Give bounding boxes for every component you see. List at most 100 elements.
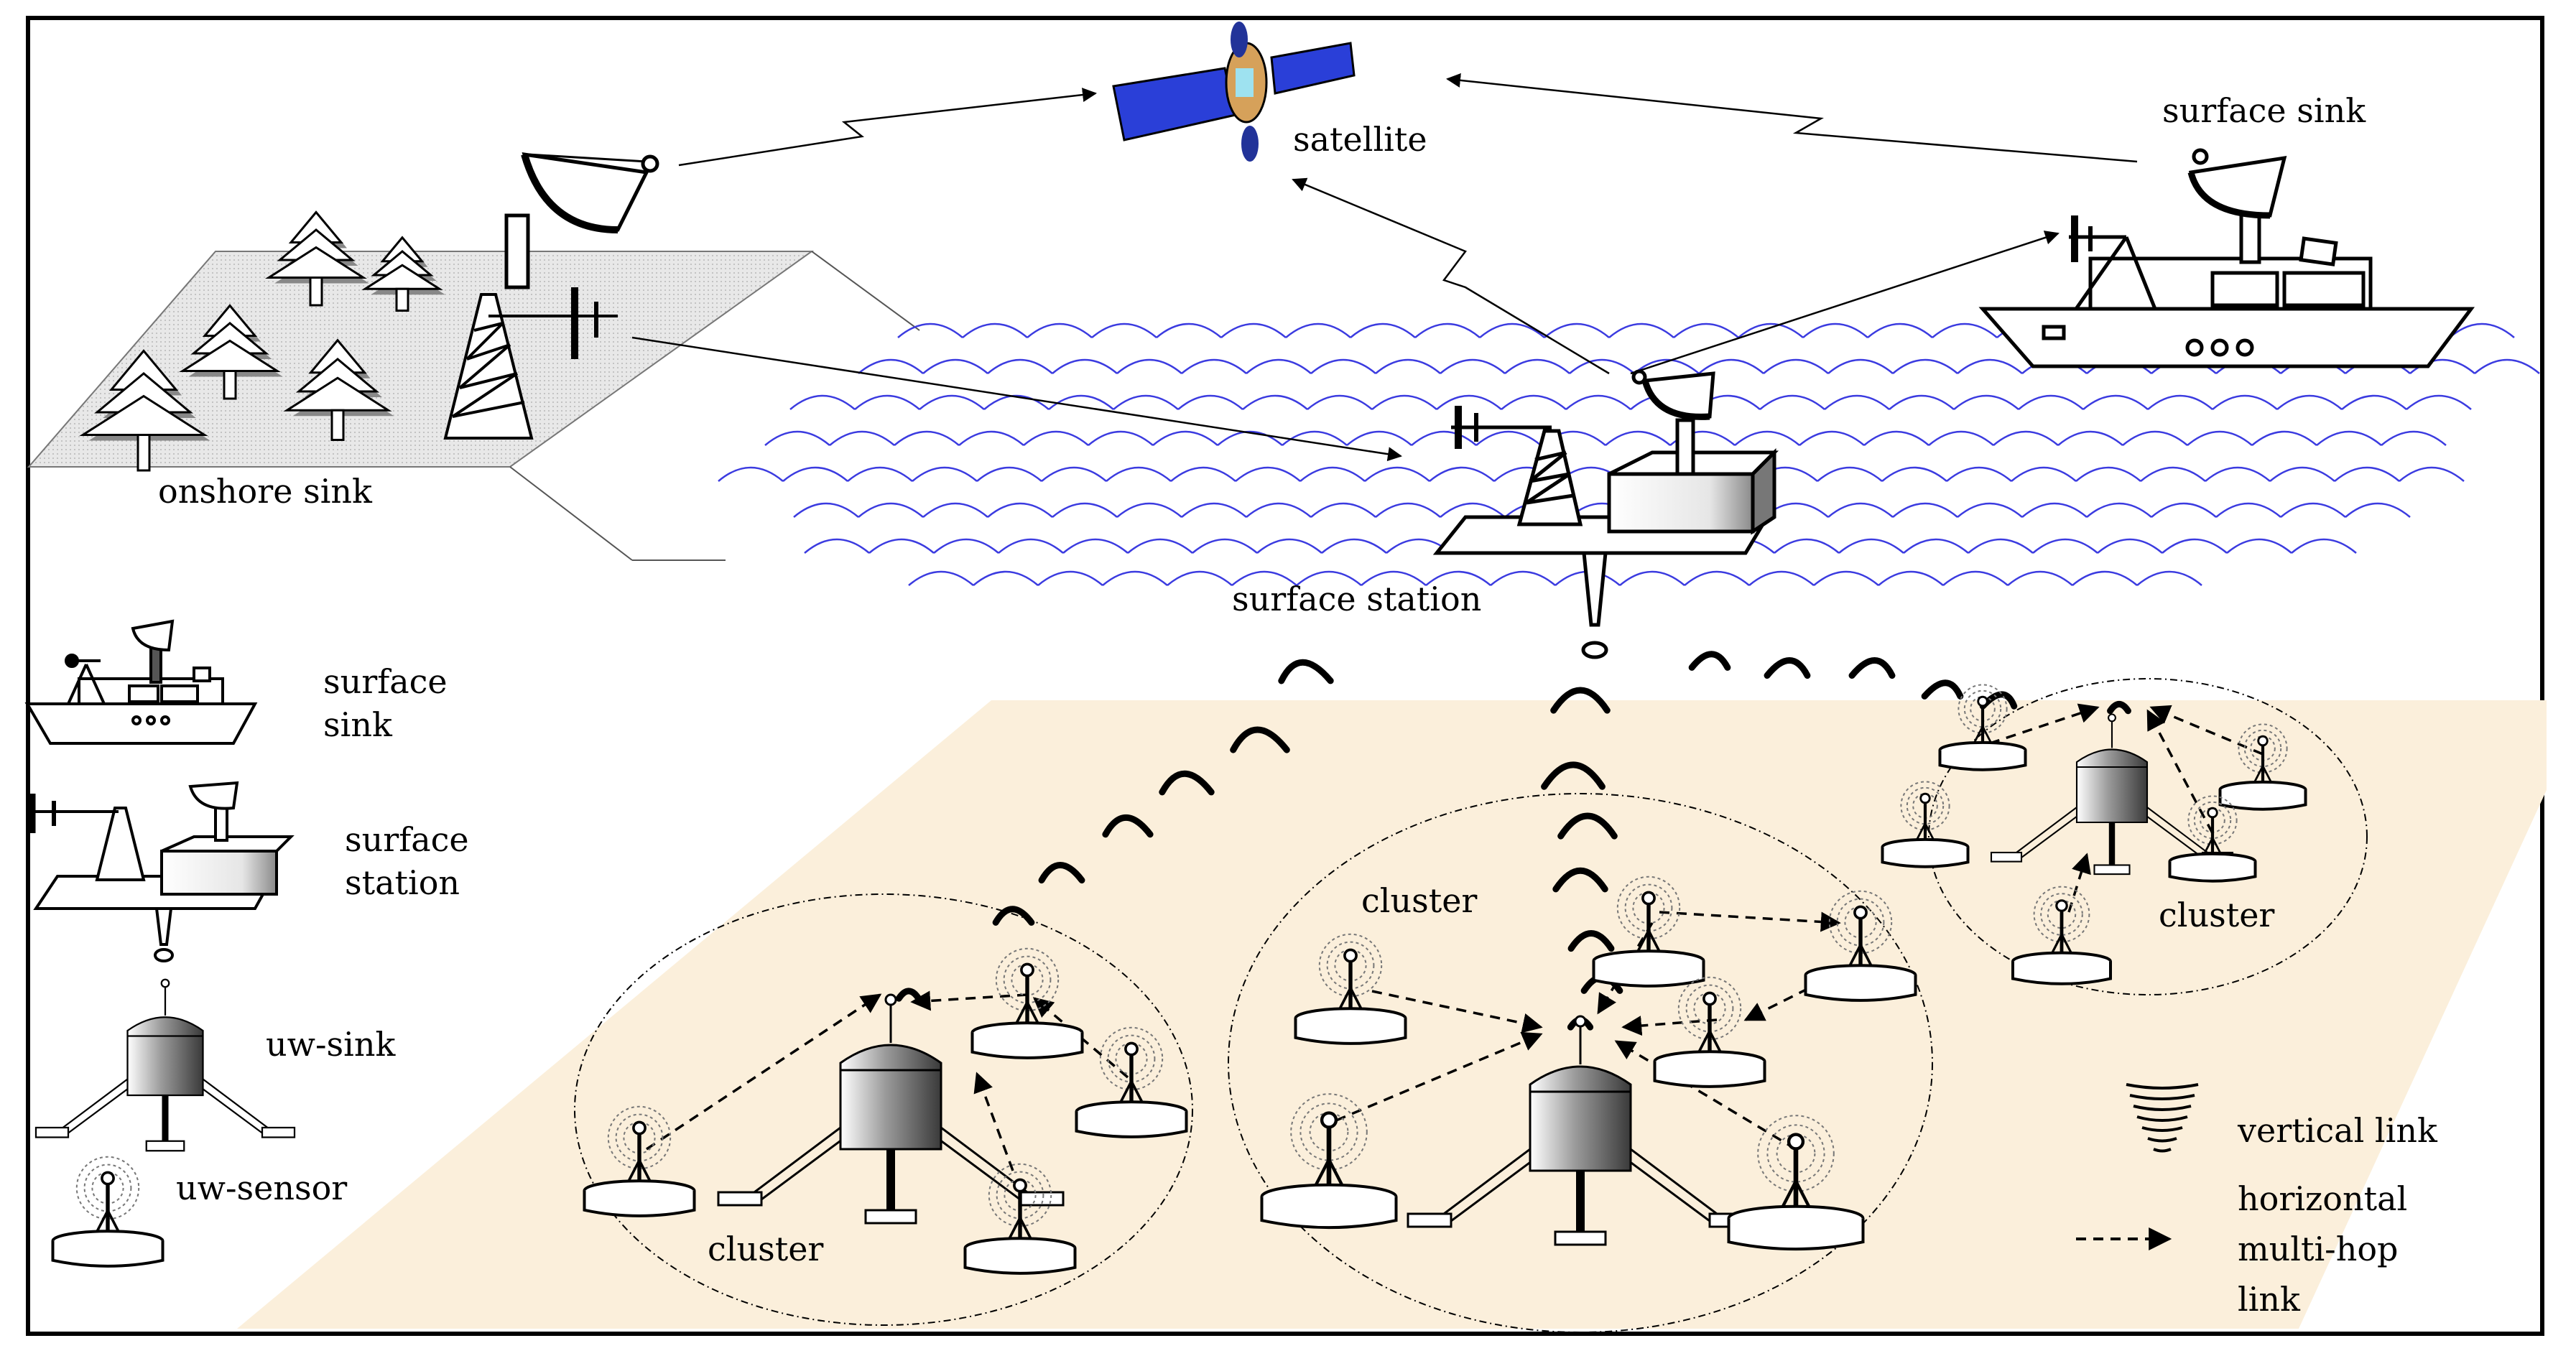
wave-crest bbox=[2276, 394, 2343, 410]
wave-crest bbox=[2187, 430, 2253, 446]
wave-crest bbox=[1414, 322, 1481, 338]
uw-sensor-icon bbox=[1804, 890, 1917, 1002]
wave-crest bbox=[2205, 466, 2271, 482]
wave-crest bbox=[1544, 322, 1610, 338]
legend-station-icon bbox=[29, 781, 295, 962]
onshore-tower-icon bbox=[443, 287, 618, 440]
wave-crest bbox=[1350, 322, 1416, 338]
wave-crest bbox=[1619, 570, 1685, 586]
wave-crest bbox=[2032, 538, 2098, 554]
wave-crest bbox=[2122, 430, 2188, 446]
wave-crest bbox=[1928, 430, 1994, 446]
uw-sensor-icon bbox=[1592, 876, 1705, 988]
acoustic-arc bbox=[1159, 770, 1215, 796]
wave-crest bbox=[1235, 466, 1301, 482]
acoustic-arc bbox=[1230, 726, 1290, 753]
wave-crest bbox=[2086, 502, 2152, 518]
legend-surface-sink-line2: sink bbox=[323, 705, 393, 744]
satellite-label: satellite bbox=[1293, 120, 1427, 159]
cluster-label-right: cluster bbox=[2159, 896, 2274, 934]
uw-sensor-icon bbox=[583, 1105, 696, 1217]
satellite-icon bbox=[1112, 22, 1356, 162]
wave-crest bbox=[2215, 502, 2281, 518]
wave-crest bbox=[1684, 570, 1750, 586]
acoustic-arc bbox=[992, 906, 1035, 926]
wave-crest bbox=[718, 466, 784, 482]
wave-crest bbox=[1170, 466, 1236, 482]
wave-crest bbox=[2399, 466, 2465, 482]
acoustic-arc bbox=[1688, 651, 1731, 671]
wave-crest bbox=[1310, 502, 1376, 518]
wave-crest bbox=[1501, 394, 1567, 410]
wave-crest bbox=[868, 538, 935, 554]
wave-crest bbox=[1475, 430, 1542, 446]
wave-crest bbox=[1892, 502, 1958, 518]
wave-crest bbox=[1181, 358, 1247, 374]
uw-sensor-icon bbox=[2011, 886, 2112, 985]
wave-crest bbox=[2381, 430, 2447, 446]
wave-crest bbox=[1192, 538, 1258, 554]
legend-uw-sink-icon bbox=[34, 978, 296, 1152]
wave-crest bbox=[782, 466, 848, 482]
uw-sensor-icon bbox=[1881, 781, 1970, 868]
wave-crest bbox=[2449, 322, 2515, 338]
wave-crest bbox=[1052, 358, 1118, 374]
wave-crest bbox=[1605, 430, 1671, 446]
surface-sink-ship-icon bbox=[1978, 148, 2475, 368]
wave-crest bbox=[1734, 430, 1800, 446]
wave-crest bbox=[829, 430, 895, 446]
tree-icon bbox=[361, 236, 445, 312]
wave-crest bbox=[1881, 466, 1947, 482]
tree-icon bbox=[179, 304, 283, 400]
surface-station-icon bbox=[1432, 369, 1779, 659]
uw-sensor-icon bbox=[1653, 976, 1766, 1088]
acoustic-arc bbox=[1764, 657, 1811, 679]
wave-crest bbox=[1296, 570, 1362, 586]
onshore-land bbox=[27, 251, 920, 561]
wave-crest bbox=[998, 538, 1064, 554]
wave-crest bbox=[2341, 394, 2407, 410]
wave-crest bbox=[1113, 394, 1179, 410]
wave-crest bbox=[1759, 394, 1825, 410]
wave-crest bbox=[1285, 322, 1351, 338]
onshore-sink-label: onshore sink bbox=[158, 472, 373, 511]
tree-icon bbox=[283, 338, 394, 441]
wave-crest bbox=[1957, 502, 2023, 518]
wave-crest bbox=[854, 394, 920, 410]
wave-crest bbox=[2097, 538, 2163, 554]
surface-sink-label: surface sink bbox=[2162, 91, 2366, 130]
wave-crest bbox=[1246, 502, 1312, 518]
wave-crest bbox=[1608, 322, 1674, 338]
wave-crest bbox=[1634, 358, 1700, 374]
wave-crest bbox=[983, 394, 1050, 410]
wave-crest bbox=[2269, 466, 2335, 482]
wave-crest bbox=[1748, 570, 1815, 586]
wave-crest bbox=[922, 358, 988, 374]
uw-sensor-icons bbox=[51, 684, 2307, 1275]
wave-crest bbox=[1037, 570, 1103, 586]
wave-crest bbox=[1310, 358, 1376, 374]
wave-crest bbox=[1436, 394, 1502, 410]
legend-uw-sensor: uw-sensor bbox=[176, 1169, 347, 1207]
wave-crest bbox=[1256, 538, 1322, 554]
wave-crest bbox=[987, 502, 1053, 518]
wave-crest bbox=[1177, 394, 1243, 410]
wave-crest bbox=[804, 538, 870, 554]
acoustic-arc bbox=[1848, 657, 1896, 679]
wave-crest bbox=[1889, 394, 1955, 410]
wave-crest bbox=[1062, 538, 1129, 554]
wave-crest bbox=[1127, 538, 1193, 554]
wave-crest bbox=[1375, 502, 1441, 518]
uw-sink-right bbox=[1990, 713, 2234, 876]
wave-crest bbox=[1892, 358, 1958, 374]
legend-surface-station-line2: station bbox=[345, 863, 460, 902]
wave-crest bbox=[1371, 394, 1437, 410]
wave-crest bbox=[1957, 358, 2023, 374]
wave-crest bbox=[1774, 538, 1840, 554]
wave-crest bbox=[1993, 430, 2059, 446]
acoustic-arc bbox=[1278, 659, 1334, 684]
wave-crest bbox=[1299, 466, 1366, 482]
wave-crest bbox=[1307, 394, 1373, 410]
wave-crest bbox=[912, 466, 978, 482]
